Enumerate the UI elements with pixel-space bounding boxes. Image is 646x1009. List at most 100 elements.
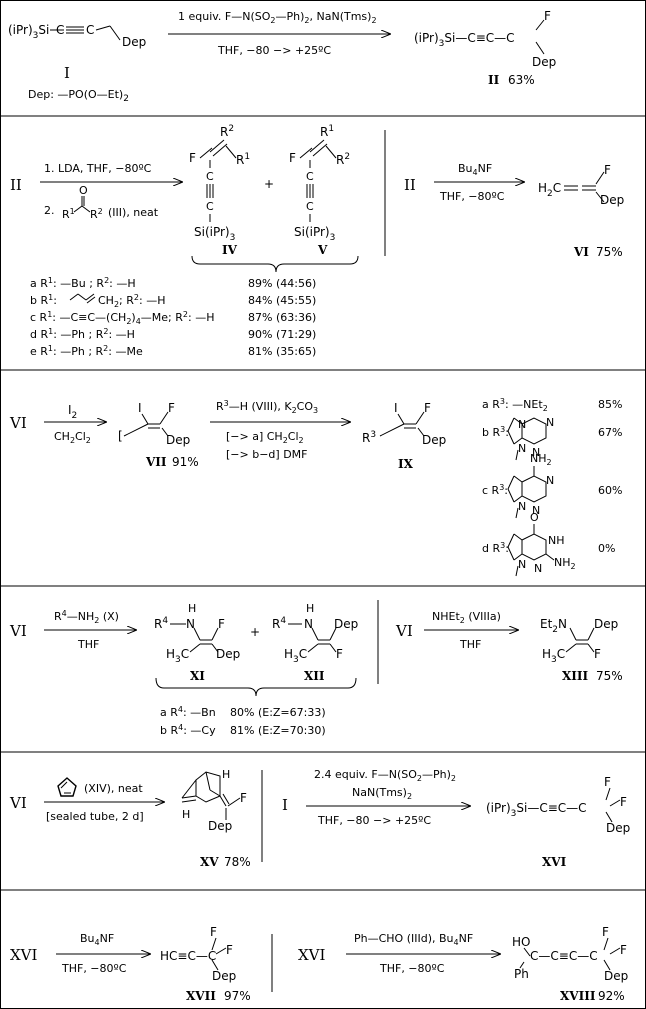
entry-d: d R1: —Ph ; R2: —H bbox=[30, 327, 135, 341]
product-XIII-label: XIII bbox=[562, 669, 589, 683]
entry-b: b R1: bbox=[30, 293, 57, 307]
product-XVI-label: XVI bbox=[542, 855, 567, 869]
product-XIII-structure: Et2N Dep F H3C bbox=[540, 617, 618, 665]
s4-reagent-bottom: THF bbox=[77, 638, 99, 651]
svg-text:N: N bbox=[534, 562, 542, 575]
s3-reagent2-mid: [−> a] CH2Cl2 bbox=[226, 430, 304, 445]
svg-text:Dep: Dep bbox=[422, 433, 446, 447]
product-V-structure: F R1 R2 C C Si(iPr)3 bbox=[289, 124, 350, 243]
product-XVI-structure: (iPr)3Si—C≡C—C bbox=[486, 801, 587, 819]
s6-side-reagent-bottom: THF, −80ºC bbox=[379, 962, 445, 975]
svg-text:H3C: H3C bbox=[542, 647, 565, 665]
svg-text:R4: R4 bbox=[272, 616, 286, 631]
svg-text:N: N bbox=[186, 617, 195, 631]
svg-text:F: F bbox=[168, 401, 175, 415]
product-XII-label: XII bbox=[304, 669, 325, 683]
svg-text:C: C bbox=[206, 170, 214, 183]
product-VI-label: VI bbox=[573, 245, 589, 259]
product-XVII-yield: 97% bbox=[224, 989, 251, 1003]
scheme-1: (iPr)3Si C C Dep I Dep: —PO(O—Et)2 1 equ… bbox=[8, 9, 556, 104]
dep-definition: Dep: —PO(O—Et)2 bbox=[28, 88, 129, 104]
svg-text:F: F bbox=[604, 163, 611, 177]
svg-text:H: H bbox=[306, 602, 314, 615]
r4-entry-b: b R4: —Cy bbox=[160, 723, 216, 737]
entry-b-yield: 84% (45:55) bbox=[248, 294, 316, 307]
s5-start-label: VI bbox=[9, 794, 27, 812]
product-XV-yield: 78% bbox=[224, 855, 251, 869]
s5-reagent-bottom: [sealed tube, 2 d] bbox=[46, 810, 144, 823]
entry-c: c R1: —C≡C—(CH2)4—Me; R2: —H bbox=[30, 310, 214, 326]
svg-text:Dep: Dep bbox=[334, 617, 358, 631]
svg-text:R1: R1 bbox=[62, 207, 75, 221]
product-XII-structure: R4 H N Dep F H3C bbox=[272, 602, 358, 665]
s4-side-reagent-top: NHEt2 (VIIIa) bbox=[432, 610, 501, 625]
product-XVII-label: XVII bbox=[186, 989, 216, 1003]
entry-e: e R1: —Ph ; R2: —Me bbox=[30, 344, 143, 358]
product-V-label: V bbox=[317, 243, 328, 257]
r3-entry-a: a R3: —NEt2 bbox=[482, 397, 548, 413]
scheme-5: VI (XIV), neat [sealed tube, 2 d] H H F … bbox=[9, 768, 630, 869]
r3-entry-c-yield: 60% bbox=[598, 484, 622, 497]
r3-entry-a-yield: 85% bbox=[598, 398, 622, 411]
svg-text:H: H bbox=[188, 602, 196, 615]
product-IX-structure: I R3 F Dep bbox=[362, 401, 446, 447]
r4-entry-b-yield: 81% (E:Z=70:30) bbox=[230, 724, 326, 737]
entry-e-yield: 81% (35:65) bbox=[248, 345, 316, 358]
svg-text:+: + bbox=[250, 625, 260, 639]
s5-side-reagent-1: 2.4 equiv. F—N(SO2—Ph)2 bbox=[314, 768, 456, 783]
entry-a-yield: 89% (44:56) bbox=[248, 277, 316, 290]
svg-text:I: I bbox=[138, 401, 142, 415]
product-IX-label: IX bbox=[398, 457, 414, 471]
s6-reagent-top: Bu4NF bbox=[80, 932, 114, 947]
svg-text:H: H bbox=[222, 768, 230, 781]
s3-reagent2-top: R3—H (VIII), K2CO3 bbox=[216, 399, 318, 415]
product-XI-label: XI bbox=[190, 669, 205, 683]
svg-text:N: N bbox=[304, 617, 313, 631]
svg-text:H3C: H3C bbox=[166, 647, 189, 665]
svg-text:Si(iPr)3: Si(iPr)3 bbox=[194, 225, 235, 243]
svg-text:Ph: Ph bbox=[514, 967, 529, 981]
s4-brace bbox=[155, 677, 357, 697]
svg-text:C: C bbox=[86, 23, 94, 37]
svg-text:N: N bbox=[518, 500, 526, 513]
svg-text:F: F bbox=[226, 943, 233, 957]
adenine-c-icon: NH2 N N N bbox=[507, 452, 554, 519]
svg-text:R4: R4 bbox=[154, 616, 168, 631]
svg-text:H: H bbox=[182, 808, 190, 821]
scheme-6: XVI Bu4NF THF, −80ºC HC≡C—C F F Dep XVII… bbox=[10, 925, 628, 1003]
svg-text:F: F bbox=[424, 401, 431, 415]
svg-text:F: F bbox=[189, 151, 196, 165]
svg-text:F: F bbox=[594, 647, 601, 661]
r3-entry-d: d R3: bbox=[482, 541, 509, 555]
svg-text:Dep: Dep bbox=[166, 433, 190, 447]
s4-start-label: VI bbox=[9, 622, 27, 640]
svg-text:N: N bbox=[518, 442, 526, 455]
s2-side-start: II bbox=[404, 176, 416, 194]
svg-text:Dep: Dep bbox=[122, 35, 146, 49]
svg-text:R2: R2 bbox=[90, 207, 103, 221]
svg-text:[: [ bbox=[118, 429, 123, 443]
svg-text:R2: R2 bbox=[336, 152, 350, 167]
svg-text:F: F bbox=[210, 925, 217, 939]
svg-text:Dep: Dep bbox=[600, 193, 624, 207]
svg-text:R3: R3 bbox=[362, 430, 376, 445]
product-XI-structure: R4 H N F Dep H3C bbox=[154, 602, 240, 665]
product-II-label: II bbox=[488, 73, 500, 87]
svg-text:H3C: H3C bbox=[284, 647, 307, 665]
s6-reagent-bottom: THF, −80ºC bbox=[61, 962, 127, 975]
s5-side-reagent-2: NaN(Tms)2 bbox=[352, 786, 412, 801]
s4-side-start: VI bbox=[395, 622, 413, 640]
s3-reagent2-bottom: [−> b−d] DMF bbox=[226, 448, 307, 461]
r3-entry-b-yield: 67% bbox=[598, 426, 622, 439]
svg-text:C: C bbox=[306, 170, 314, 183]
product-XVIII-structure: HO C—C≡C—C Ph F F Dep bbox=[512, 925, 628, 983]
svg-text:NH: NH bbox=[548, 534, 565, 547]
s6-start-label: XVI bbox=[10, 946, 38, 964]
product-XVIII-label: XVIII bbox=[560, 989, 596, 1003]
s6-side-start: XVI bbox=[298, 946, 326, 964]
intermediate-VII-label: VII bbox=[145, 455, 167, 469]
s2-reagent-2: 2. bbox=[44, 204, 55, 217]
entry-c-yield: 87% (63:36) bbox=[248, 311, 316, 324]
svg-text:N: N bbox=[518, 558, 526, 571]
scheme-3: VI I2 CH2Cl2 I [ F Dep VII 91% R3—H (VII… bbox=[9, 397, 622, 577]
